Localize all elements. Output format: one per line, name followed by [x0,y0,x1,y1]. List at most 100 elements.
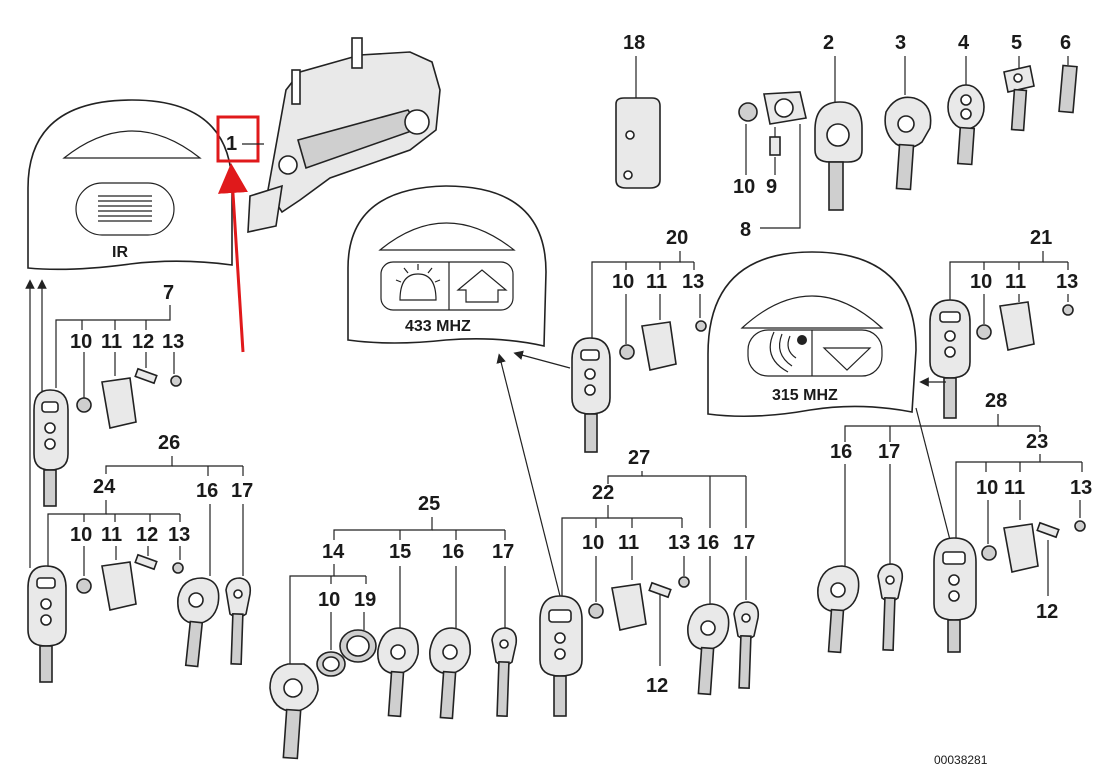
callout-7-12: 12 [132,331,154,353]
callout-14: 14 [322,541,345,563]
key-part-4 [947,84,985,166]
433mhz-label: 433 MHZ [405,318,471,335]
remote-key-22 [539,595,583,717]
key-part-25-16 [429,627,471,720]
screw-20 [695,320,707,332]
screw-22 [678,576,690,588]
key-26-16 [177,577,220,668]
key-part-25-17 [491,627,518,717]
battery-holder-22 [611,583,647,631]
key-part-2 [814,101,863,211]
battery-holder-20 [641,321,677,371]
cover-part-18 [615,97,661,189]
callout-22-10: 10 [582,532,604,554]
key-part-3 [884,96,932,191]
callout-10-top: 10 [733,176,755,198]
screw-23 [1074,520,1086,532]
callout-28: 28 [985,390,1007,412]
transmit-waves-icon [769,331,807,373]
battery-cap-21 [976,324,992,340]
remote-key-23 [933,537,977,653]
callout-6: 6 [1060,32,1071,54]
callout-15: 15 [389,541,411,563]
callout-22-11: 11 [618,532,639,554]
callout-7-13: 13 [162,331,184,353]
callout-22-12: 12 [646,675,668,697]
callout-24-10: 10 [70,524,92,546]
callout-27-17: 17 [733,532,755,554]
callout-23-12: 12 [1036,601,1058,623]
callout-23-13: 13 [1070,477,1092,499]
callout-28-17-text: 17 [878,441,900,463]
contact-strip-22 [648,581,672,599]
battery-holder-21 [999,301,1035,351]
callout-3: 3 [895,32,906,54]
callout-20-13: 13 [682,271,704,293]
callout-26-16: 16 [196,480,218,502]
callout-21-13: 13 [1056,271,1078,293]
remote-key-24 [27,565,67,683]
diagram-reference-id: 00038281 [934,753,988,767]
remote-key-20 [571,337,611,453]
callout-24-13: 13 [168,524,190,546]
unlock-arc-icon [395,264,441,301]
ir-label: IR [112,244,128,261]
screw-21 [1062,304,1074,316]
key-part-6 [1058,64,1078,114]
315mhz-label: 315 MHZ [772,387,838,404]
battery-cap-24 [76,578,92,594]
lock-cylinder-part [738,91,807,156]
callout-9: 9 [766,176,777,198]
battery-cap-23 [981,545,997,561]
battery-holder-24 [101,561,137,611]
battery-cap-20 [619,344,635,360]
battery-holder-23 [1003,523,1039,573]
remote-key-21 [929,299,971,419]
callout-7-11: 11 [101,331,122,353]
ir-badge-plate: IR [27,99,233,271]
cover-hole-icon [625,130,635,140]
remote-key-7 [33,389,69,507]
door-handle-part [247,37,441,234]
callout-21-10: 10 [970,271,992,293]
callout-23-10: 10 [976,477,998,499]
callout-28-16-text: 16 [830,441,852,463]
callout-26-17: 17 [231,480,253,502]
callout-2: 2 [823,32,834,54]
callout-18: 18 [623,32,645,54]
callout-23: 23 [1026,431,1048,453]
key-28-16 [817,565,860,654]
callout-25-16: 16 [442,541,464,563]
house-icon [456,269,508,303]
callout-5: 5 [1011,32,1022,54]
callout-8: 8 [740,219,751,241]
highlight-arrow [217,163,248,353]
battery-cap-7 [76,397,92,413]
key-27-17 [733,601,760,689]
key-28-17 [877,563,904,651]
highlight-box [216,115,260,163]
contact-strip-23 [1036,521,1060,539]
ir-window-icon [98,195,152,222]
contact-strip-7 [134,367,158,385]
callout-25-17: 17 [492,541,514,563]
contact-strip-24 [134,553,158,571]
callout-7-10: 10 [70,331,92,353]
callout-24: 24 [93,476,116,498]
callout-22: 22 [592,482,614,504]
key-26-17 [225,577,252,665]
battery-holder-7 [101,377,137,429]
callout-26: 26 [158,432,180,454]
callout-24-11: 11 [101,524,122,546]
callout-20-10: 10 [612,271,634,293]
callout-20-11: 11 [646,271,667,293]
callout-19: 19 [354,589,376,611]
callout-23-11: 11 [1004,477,1025,499]
callout-14-10: 10 [318,589,340,611]
callout-27-16: 16 [697,532,719,554]
callout-24-12: 12 [136,524,158,546]
callout-21: 21 [1030,227,1052,249]
433mhz-badge-plate: 433 MHZ [347,185,547,347]
